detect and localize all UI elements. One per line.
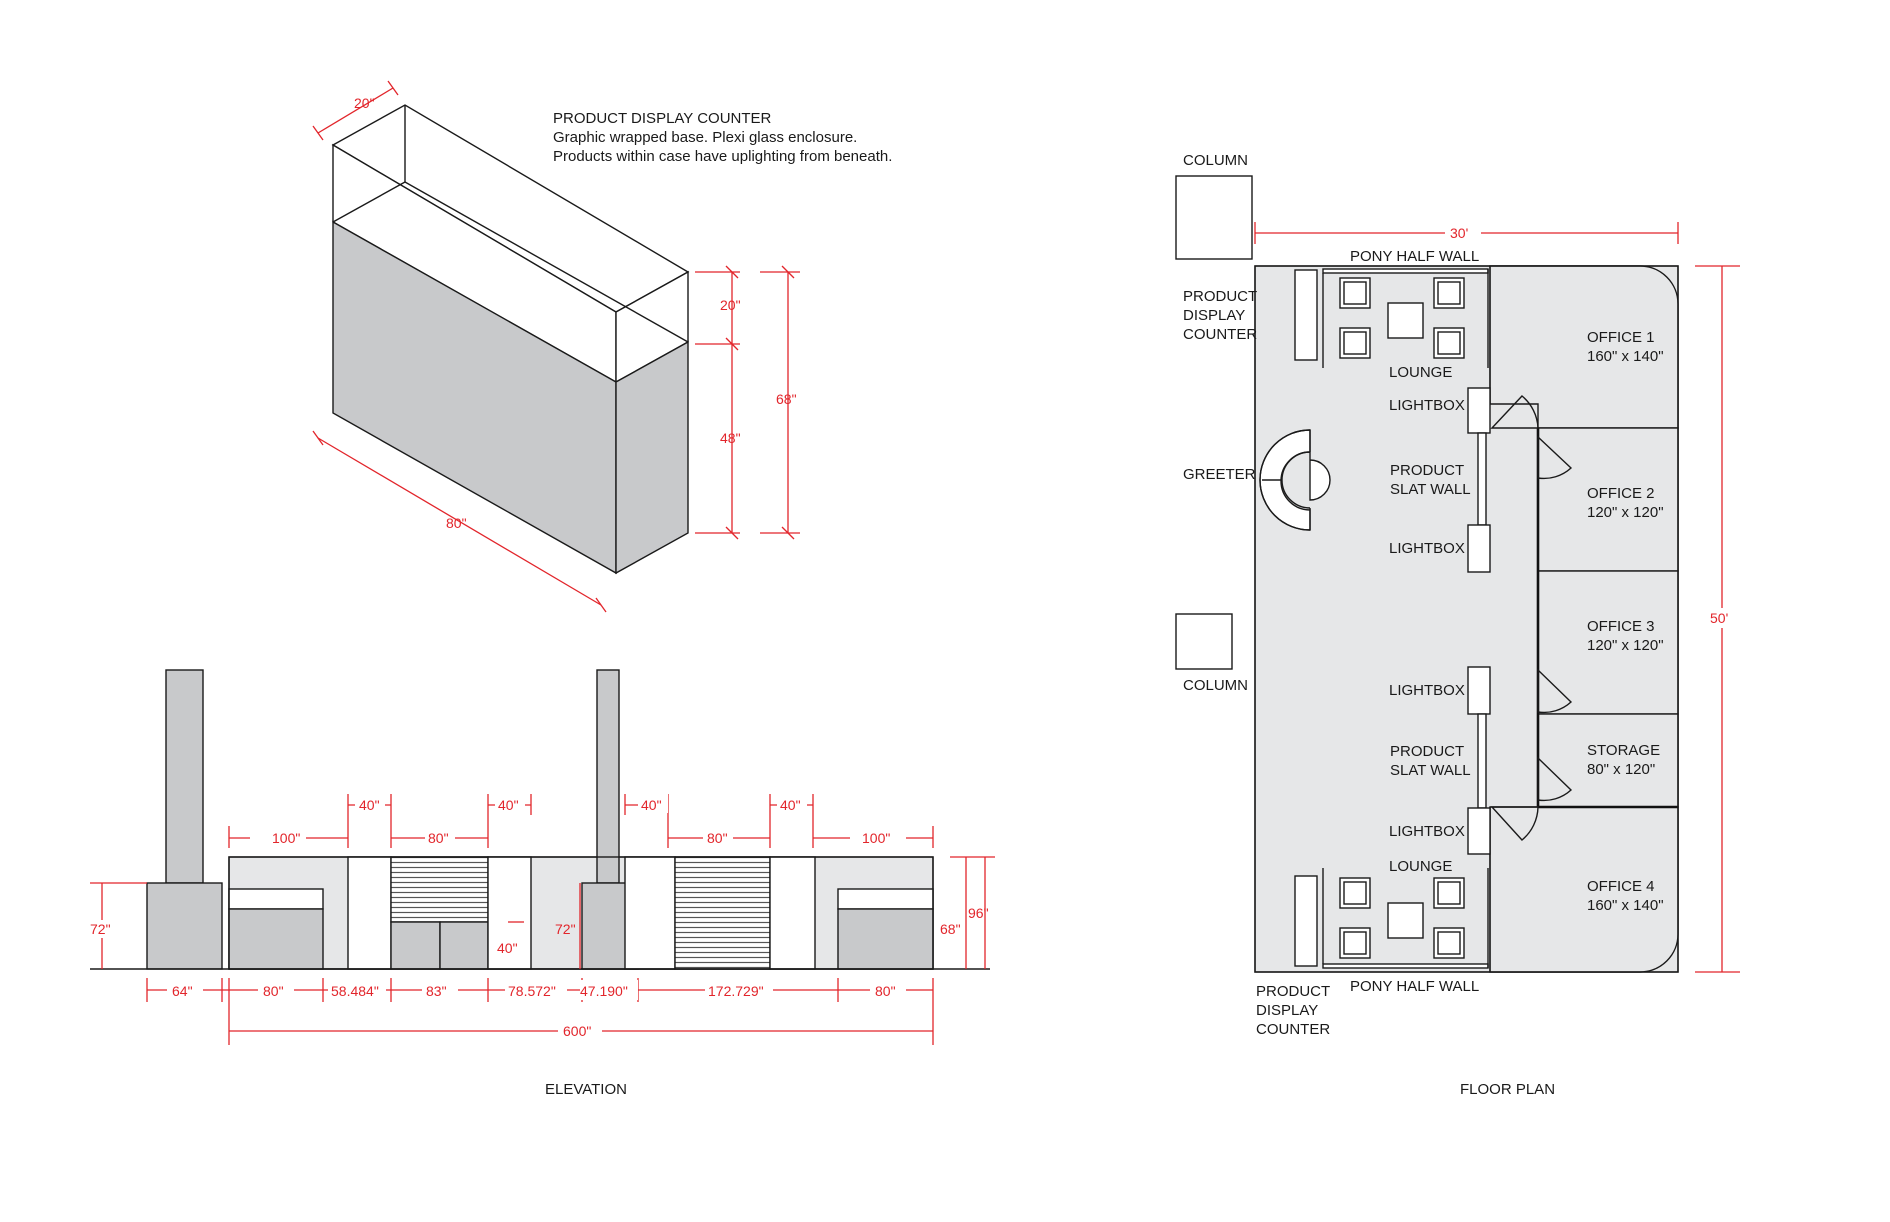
plan-lightbox-label-1: LIGHTBOX bbox=[1389, 397, 1465, 414]
plan-lightbox-1 bbox=[1467, 387, 1491, 434]
elev-bottom-dim-8: 80" bbox=[875, 983, 896, 999]
iso-dim-enclosure: 20" bbox=[720, 297, 741, 313]
elev-column-center-shaft bbox=[596, 669, 620, 884]
plan-slat1-label-1: PRODUCT bbox=[1390, 462, 1464, 479]
plan-lounge-bottom-label: LOUNGE bbox=[1389, 858, 1452, 875]
iso-dim-base: 48" bbox=[720, 430, 741, 446]
plan-slat2-label-2: SLAT WALL bbox=[1390, 762, 1471, 779]
elev-top-dim-4: 40" bbox=[498, 797, 519, 813]
elev-top-dim-2: 40" bbox=[359, 797, 380, 813]
plan-lightbox-3 bbox=[1467, 666, 1491, 715]
elev-bottom-dim-4: 83" bbox=[426, 983, 447, 999]
plan-pdc-bottom bbox=[1294, 875, 1318, 967]
elev-column-left-base bbox=[146, 882, 223, 970]
plan-office-3 bbox=[1537, 570, 1679, 715]
plan-pdc-top-label-3: COUNTER bbox=[1183, 326, 1257, 343]
plan-room-2-name: OFFICE 2 bbox=[1587, 485, 1655, 502]
iso-dim-length: 80" bbox=[446, 515, 467, 531]
plan-column-bottom bbox=[1175, 613, 1233, 670]
elev-top-dim-7: 40" bbox=[780, 797, 801, 813]
plan-lightbox-4 bbox=[1467, 807, 1491, 855]
plan-lounge-top bbox=[1339, 277, 1465, 359]
elev-left-height: 72" bbox=[90, 921, 111, 937]
elevation-title: ELEVATION bbox=[545, 1081, 627, 1098]
plan-room-3-name: OFFICE 3 bbox=[1587, 618, 1655, 635]
elev-slatwall-2 bbox=[674, 856, 771, 970]
floor-plan-title: FLOOR PLAN bbox=[1460, 1081, 1555, 1098]
plan-pdc-bottom-label-3: COUNTER bbox=[1256, 1021, 1330, 1038]
plan-lounge-bottom bbox=[1339, 877, 1465, 959]
plan-lightbox-2 bbox=[1467, 524, 1491, 573]
plan-pdc-top-label-2: DISPLAY bbox=[1183, 307, 1245, 324]
plan-column-top bbox=[1175, 175, 1253, 260]
elev-total-dim: 600" bbox=[563, 1023, 591, 1039]
elev-counter-left bbox=[228, 908, 324, 970]
iso-counter: 20" 80" 20" 48" 68" PRODUCT DISPLAY COUN… bbox=[312, 80, 892, 613]
iso-dim-depth: 20" bbox=[354, 95, 375, 111]
plan-pony-bottom-label: PONY HALF WALL bbox=[1350, 978, 1479, 995]
iso-desc-2: Products within case have uplighting fro… bbox=[553, 148, 892, 165]
plan-lightbox-label-3: LIGHTBOX bbox=[1389, 682, 1465, 699]
floor-plan-drawing: COLUMN COLUMN bbox=[1175, 152, 1741, 1098]
plan-lightbox-label-2: LIGHTBOX bbox=[1389, 540, 1465, 557]
plan-room-5-name: OFFICE 4 bbox=[1587, 878, 1655, 895]
elev-top-dim-3: 80" bbox=[428, 830, 449, 846]
plan-slatwall-2 bbox=[1477, 713, 1487, 809]
elev-bottom-dims: 64" 80" 58.484" 83" 78.572" 47.190" 172.… bbox=[146, 978, 934, 1045]
elev-column-left-shaft bbox=[165, 669, 204, 884]
plan-room-1-name: OFFICE 1 bbox=[1587, 329, 1655, 346]
elev-panel-1 bbox=[347, 856, 392, 970]
elev-top-dim-5: 40" bbox=[641, 797, 662, 813]
plan-height-dim: 50' bbox=[1710, 610, 1728, 626]
elev-bottom-dim-6: 47.190" bbox=[580, 983, 628, 999]
plan-pony-wall-bottom bbox=[1322, 963, 1489, 969]
elev-right-inner: 68" bbox=[940, 921, 961, 937]
plan-pdc-bottom-label-1: PRODUCT bbox=[1256, 983, 1330, 1000]
plan-room-4-size: 80" x 120" bbox=[1587, 761, 1655, 778]
elevation-drawing: 100" 40" 80" 40" 40" 80" 40" 100" 72" 72… bbox=[88, 669, 995, 1098]
plan-slat2-label-1: PRODUCT bbox=[1390, 743, 1464, 760]
iso-dim-total: 68" bbox=[776, 391, 797, 407]
plan-room-1-size: 160" x 140" bbox=[1587, 348, 1664, 365]
plan-pdc-top bbox=[1294, 269, 1318, 361]
plan-column-top-label: COLUMN bbox=[1183, 152, 1248, 169]
elev-top-dim-1: 100" bbox=[272, 830, 300, 846]
elev-slatwall-1 bbox=[390, 856, 489, 923]
plan-slatwall-1 bbox=[1477, 432, 1487, 526]
elev-mid-gap: 40" bbox=[497, 940, 518, 956]
elev-top-dims: 100" 40" 80" 40" 40" 80" 40" 100" bbox=[228, 793, 934, 848]
elev-bottom-dim-7: 172.729" bbox=[708, 983, 764, 999]
plan-column-bottom-label: COLUMN bbox=[1183, 677, 1248, 694]
plan-lightbox-label-4: LIGHTBOX bbox=[1389, 823, 1465, 840]
plan-storage bbox=[1537, 713, 1679, 808]
plan-lounge-top-label: LOUNGE bbox=[1389, 364, 1452, 381]
plan-pdc-top-label-1: PRODUCT bbox=[1183, 288, 1257, 305]
elev-wall bbox=[228, 856, 934, 970]
plan-room-4-name: STORAGE bbox=[1587, 742, 1660, 759]
plan-width-dim: 30' bbox=[1450, 225, 1468, 241]
elev-inner-height: 72" bbox=[555, 921, 576, 937]
plan-pony-wall-top bbox=[1322, 268, 1489, 274]
plan-room-2-size: 120" x 120" bbox=[1587, 504, 1664, 521]
plan-room-3-size: 120" x 120" bbox=[1587, 637, 1664, 654]
elev-top-dim-8: 100" bbox=[862, 830, 890, 846]
plan-pony-top-label: PONY HALF WALL bbox=[1350, 248, 1479, 265]
plan-slat1-label-2: SLAT WALL bbox=[1390, 481, 1471, 498]
plan-office-1 bbox=[1489, 265, 1679, 429]
elev-panel-4 bbox=[769, 856, 816, 970]
elev-bottom-dim-1: 64" bbox=[172, 983, 193, 999]
elev-bottom-dim-5: 78.572" bbox=[508, 983, 556, 999]
elev-counter-right bbox=[837, 908, 934, 970]
plan-room-5-size: 160" x 140" bbox=[1587, 897, 1664, 914]
elev-bottom-dim-2: 80" bbox=[263, 983, 284, 999]
elev-top-dim-6: 80" bbox=[707, 830, 728, 846]
plan-greeter-label: GREETER bbox=[1183, 466, 1256, 483]
iso-desc-1: Graphic wrapped base. Plexi glass enclos… bbox=[553, 129, 857, 146]
elev-bottom-dim-3: 58.484" bbox=[331, 983, 379, 999]
iso-base-side bbox=[615, 340, 689, 575]
iso-heading: PRODUCT DISPLAY COUNTER bbox=[553, 110, 772, 127]
elev-right-outer: 96" bbox=[968, 905, 989, 921]
plan-pdc-bottom-label-2: DISPLAY bbox=[1256, 1002, 1318, 1019]
